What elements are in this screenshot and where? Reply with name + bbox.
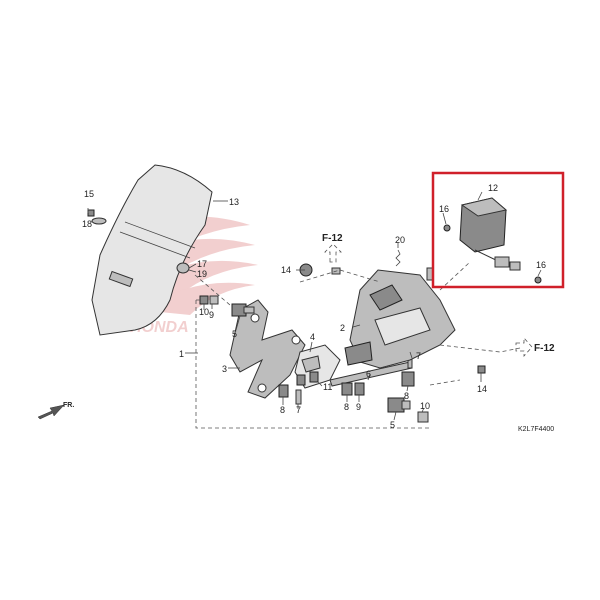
label-6: 6 xyxy=(366,369,371,379)
label-19: 19 xyxy=(197,269,207,279)
label-17: 17 xyxy=(197,259,207,269)
f12-ref-right: F-12 xyxy=(515,336,555,358)
main-bracket-2 xyxy=(344,269,456,369)
label-9-mid: 9 xyxy=(356,402,361,412)
washer-9-left xyxy=(209,295,219,305)
label-15: 15 xyxy=(84,189,94,199)
label-2: 2 xyxy=(340,323,345,333)
label-14-right: 14 xyxy=(477,384,487,394)
bolt-10-left xyxy=(199,295,209,305)
f12-top-label: F-12 xyxy=(322,233,343,244)
spring-20 xyxy=(395,249,401,267)
label-13: 13 xyxy=(229,197,239,207)
front-marker: FR. xyxy=(37,402,74,420)
leader-lines xyxy=(87,191,542,421)
collars-11 xyxy=(296,371,319,386)
label-8-mid: 8 xyxy=(344,402,349,412)
bracket-3 xyxy=(229,299,306,399)
label-3: 3 xyxy=(222,364,227,374)
f12-right-label: F-12 xyxy=(534,343,555,354)
grommet-17 xyxy=(176,262,190,274)
label-11: 11 xyxy=(323,382,332,392)
label-5-left: 5 xyxy=(232,329,237,339)
bolt-7-left xyxy=(295,389,302,405)
bolt-15 xyxy=(87,209,95,217)
collar-10-bottom xyxy=(417,411,429,423)
f12-ref-top: F-12 xyxy=(322,233,343,263)
assembly-outlines xyxy=(194,261,521,429)
label-10-left: 10 xyxy=(199,307,209,317)
diagram-code: K2L7F4400 xyxy=(518,426,554,433)
highlight-box xyxy=(431,171,565,289)
front-marker-label: FR. xyxy=(63,402,74,409)
collar-8-right xyxy=(401,371,415,387)
label-8-left: 8 xyxy=(280,405,285,415)
label-16-left: 16 xyxy=(439,204,449,214)
label-7-right: 7 xyxy=(416,351,421,361)
label-12: 12 xyxy=(488,183,498,193)
part-labels: 13 15 18 17 19 10 9 14 20 1 2 3 4 5 11 8… xyxy=(82,183,546,430)
label-14-left: 14 xyxy=(281,265,291,275)
washer-18 xyxy=(91,217,107,225)
label-16-right: 16 xyxy=(536,260,546,270)
bolt-14-right xyxy=(477,365,486,374)
windscreen xyxy=(91,164,213,336)
bracket-4 xyxy=(294,344,341,389)
label-7-left: 7 xyxy=(296,405,301,415)
meter-12 xyxy=(443,197,542,284)
label-8-right: 8 xyxy=(404,391,409,401)
collar-8-left xyxy=(278,384,289,398)
label-20: 20 xyxy=(395,235,405,245)
washer-9-mid xyxy=(354,382,365,396)
label-5-bottom: 5 xyxy=(390,420,395,430)
collar-8-mid xyxy=(341,382,353,396)
label-18: 18 xyxy=(82,219,92,229)
bolt-5-left xyxy=(231,303,255,317)
label-4: 4 xyxy=(310,332,315,342)
label-9-left: 9 xyxy=(209,310,214,320)
label-10-bottom: 10 xyxy=(420,401,430,411)
label-1: 1 xyxy=(179,349,184,359)
